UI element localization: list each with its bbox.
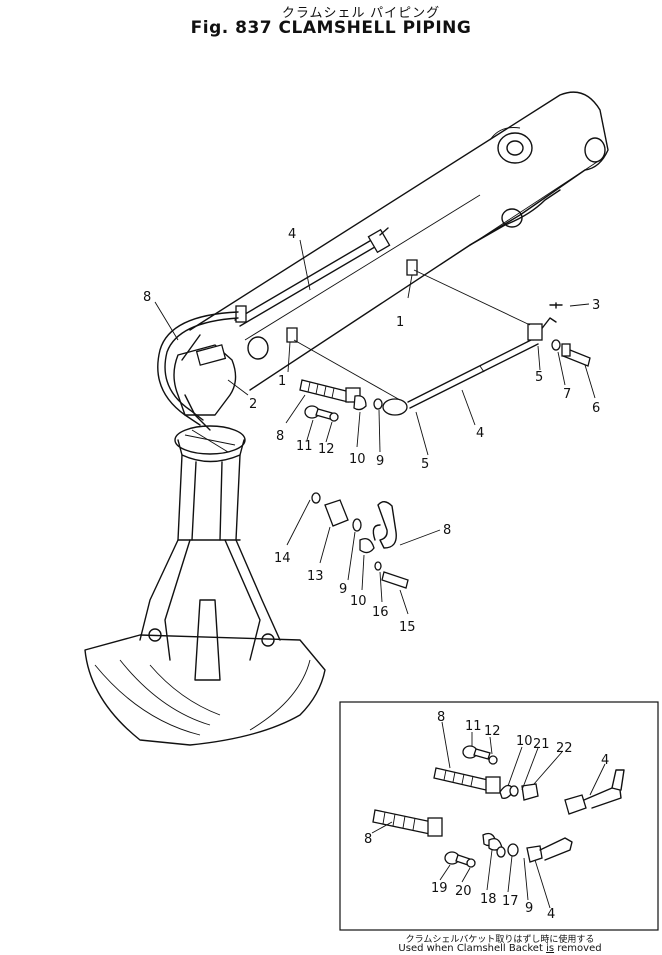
callout-5-right: 5 <box>535 370 543 385</box>
clamshell-bucket <box>84 454 326 746</box>
inset-callout-8-top: 8 <box>437 710 445 725</box>
inset-note-pre: Used when Clamshell Backet <box>398 943 547 954</box>
inset-callout-4-bottom: 4 <box>547 907 555 922</box>
inset-note-post: removed <box>554 943 602 954</box>
callout-5-mid: 5 <box>421 457 429 472</box>
inset-note-is: is <box>546 943 555 954</box>
callout-6: 6 <box>592 401 600 416</box>
clamp-right <box>406 259 418 276</box>
callout-10-b: 10 <box>350 594 367 609</box>
callout-10-a: 10 <box>349 452 366 467</box>
figure-title-japanese: クラムシェル パイピング <box>281 5 441 20</box>
callout-8-hose: 8 <box>143 290 151 305</box>
swivel-hanger <box>173 344 246 463</box>
inset-callout-17: 17 <box>502 894 519 909</box>
callout-8-mid: 8 <box>276 429 284 444</box>
callout-11: 11 <box>296 439 313 454</box>
hose-8 <box>157 311 239 426</box>
callout-12: 12 <box>318 442 335 457</box>
inset-panel: 8 11 12 10 21 22 4 8 19 20 18 17 9 4 <box>339 701 659 931</box>
figure-title: Fig. 837 CLAMSHELL PIPING <box>190 18 472 38</box>
callout-4-top: 4 <box>288 227 296 242</box>
callout-1-left: 1 <box>278 374 286 389</box>
callout-7: 7 <box>563 387 571 402</box>
callout-14: 14 <box>274 551 291 566</box>
fitting-cluster-upper <box>299 379 383 422</box>
inset-callout-9: 9 <box>525 901 533 916</box>
callout-8-right: 8 <box>443 523 451 538</box>
inset-callout-20: 20 <box>455 884 472 899</box>
callout-3: 3 <box>592 298 600 313</box>
callout-13: 13 <box>307 569 324 584</box>
inset-callout-11: 11 <box>465 719 482 734</box>
pipe-upper <box>234 227 391 327</box>
inset-callout-10: 10 <box>516 734 533 749</box>
leader-lines <box>154 239 596 615</box>
inset-callout-22: 22 <box>556 741 573 756</box>
pipe-lower <box>382 317 557 416</box>
inset-callout-8-bottom: 8 <box>364 832 372 847</box>
inset-note-japanese: クラムシェルバケット取りはずし時に使用する <box>405 934 595 944</box>
inset-callout-4-top: 4 <box>601 753 609 768</box>
inset-callout-19: 19 <box>431 881 448 896</box>
callout-15: 15 <box>399 620 416 635</box>
callout-4-mid: 4 <box>476 426 484 441</box>
callout-9-b: 9 <box>339 582 347 597</box>
callout-9-a: 9 <box>376 454 384 469</box>
callout-16: 16 <box>372 605 389 620</box>
boom <box>181 91 609 391</box>
inset-note: Used when Clamshell Backet is removed <box>340 943 660 954</box>
callout-2: 2 <box>249 397 257 412</box>
fitting-cluster-lower <box>311 492 409 589</box>
inset-callout-21: 21 <box>533 737 550 752</box>
inset-callout-12: 12 <box>484 724 501 739</box>
clamp-left <box>286 327 298 343</box>
inset-callout-18: 18 <box>480 892 497 907</box>
callout-1-right: 1 <box>396 315 404 330</box>
